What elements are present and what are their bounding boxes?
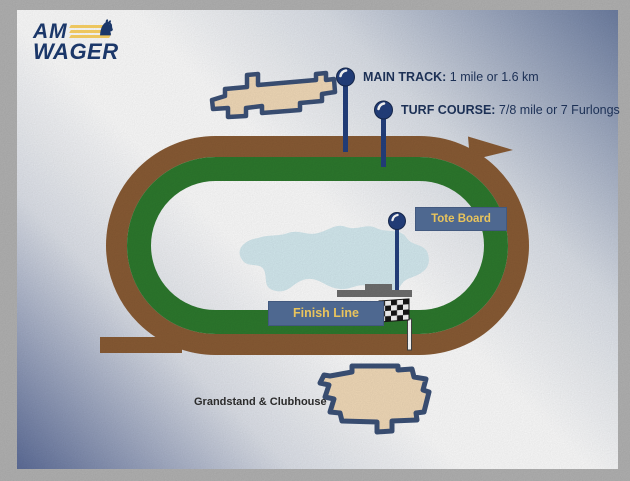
logo-wager-text: WAGER xyxy=(33,39,119,64)
grandstand-caption: Grandstand & Clubhouse xyxy=(194,396,327,408)
turf-course-value: 7/8 mile or 7 Furlongs xyxy=(495,103,620,117)
speed-stripes-icon: ♞ xyxy=(68,17,116,40)
logo-top-row: AM ♞ xyxy=(33,17,119,43)
finish-line-badge: Finish Line xyxy=(268,301,384,326)
turf-course-label: TURF COURSE: xyxy=(401,103,496,117)
main-track-callout: MAIN TRACK: 1 mile or 1.6 km xyxy=(363,70,539,84)
amwager-logo: AM ♞ WAGER xyxy=(33,17,119,64)
main-track-label: MAIN TRACK: xyxy=(363,70,447,84)
racehorse-icon: ♞ xyxy=(96,17,116,40)
logo-am-text: AM xyxy=(33,20,68,43)
turf-course-callout: TURF COURSE: 7/8 mile or 7 Furlongs xyxy=(401,103,620,117)
main-track-value: 1 mile or 1.6 km xyxy=(446,70,539,84)
tote-board-badge: Tote Board xyxy=(415,207,507,231)
